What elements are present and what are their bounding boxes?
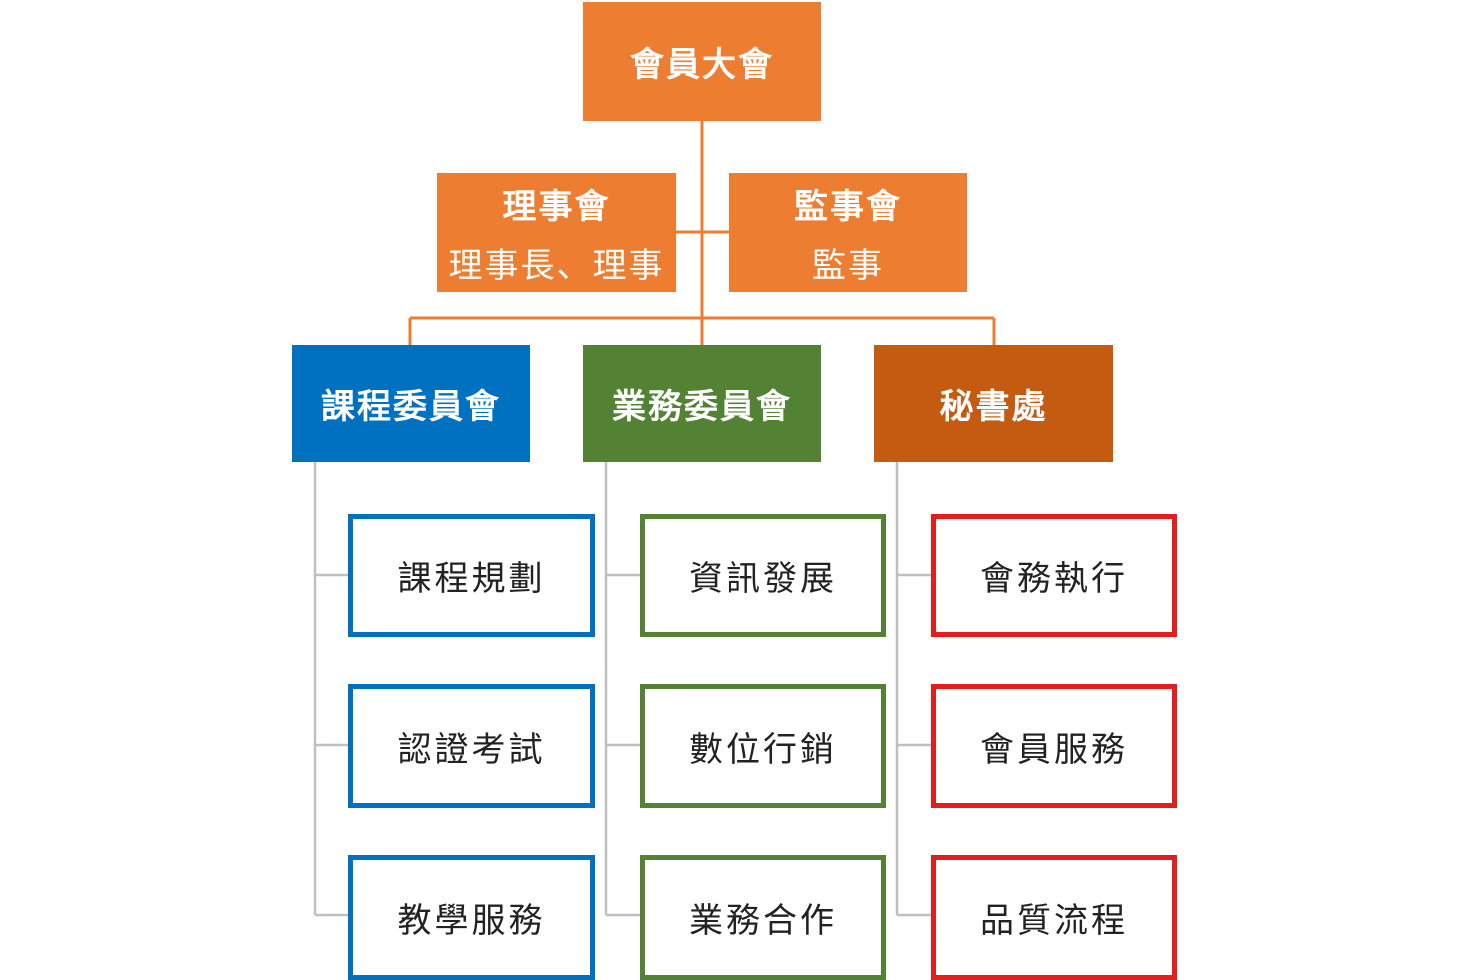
business-committee-title: 業務委員會: [612, 387, 792, 427]
board-title: 理事會: [502, 186, 611, 227]
supervisors-title: 監事會: [794, 186, 902, 227]
secretariat-item-box: 會員服務: [931, 684, 1177, 808]
secretariat-item-box: 會務執行: [931, 514, 1177, 637]
secretariat-item-label: 會員服務: [980, 729, 1128, 770]
business-item-label: 數位行銷: [689, 729, 837, 770]
general-assembly-title: 會員大會: [630, 45, 774, 85]
business-item-box: 資訊發展: [640, 514, 886, 637]
board-of-supervisors-box: 監事會 監事: [729, 173, 967, 292]
curriculum-committee-title: 課程委員會: [321, 387, 501, 427]
business-item-label: 業務合作: [689, 901, 837, 941]
board-members: 理事長、理事: [448, 245, 665, 286]
secretariat-item-label: 品質流程: [980, 901, 1128, 941]
curriculum-committee-box: 課程委員會: [292, 345, 530, 462]
business-committee-box: 業務委員會: [583, 345, 821, 462]
curriculum-item-label: 教學服務: [397, 901, 546, 941]
business-item-box: 數位行銷: [640, 684, 886, 808]
curriculum-item-box: 課程規劃: [348, 514, 595, 637]
general-assembly-box: 會員大會: [583, 2, 821, 121]
curriculum-item-label: 課程規劃: [397, 559, 546, 599]
secretariat-title: 秘書處: [939, 387, 1048, 427]
business-item-box: 業務合作: [640, 855, 886, 980]
curriculum-item-label: 認證考試: [397, 729, 546, 770]
board-of-directors-box: 理事會 理事長、理事: [437, 173, 676, 292]
secretariat-item-label: 會務執行: [980, 559, 1128, 599]
business-item-label: 資訊發展: [689, 559, 837, 599]
curriculum-item-box: 教學服務: [348, 855, 595, 980]
supervisors-members: 監事: [812, 245, 884, 286]
curriculum-item-box: 認證考試: [348, 684, 595, 808]
secretariat-box: 秘書處: [874, 345, 1113, 462]
secretariat-item-box: 品質流程: [931, 855, 1177, 980]
